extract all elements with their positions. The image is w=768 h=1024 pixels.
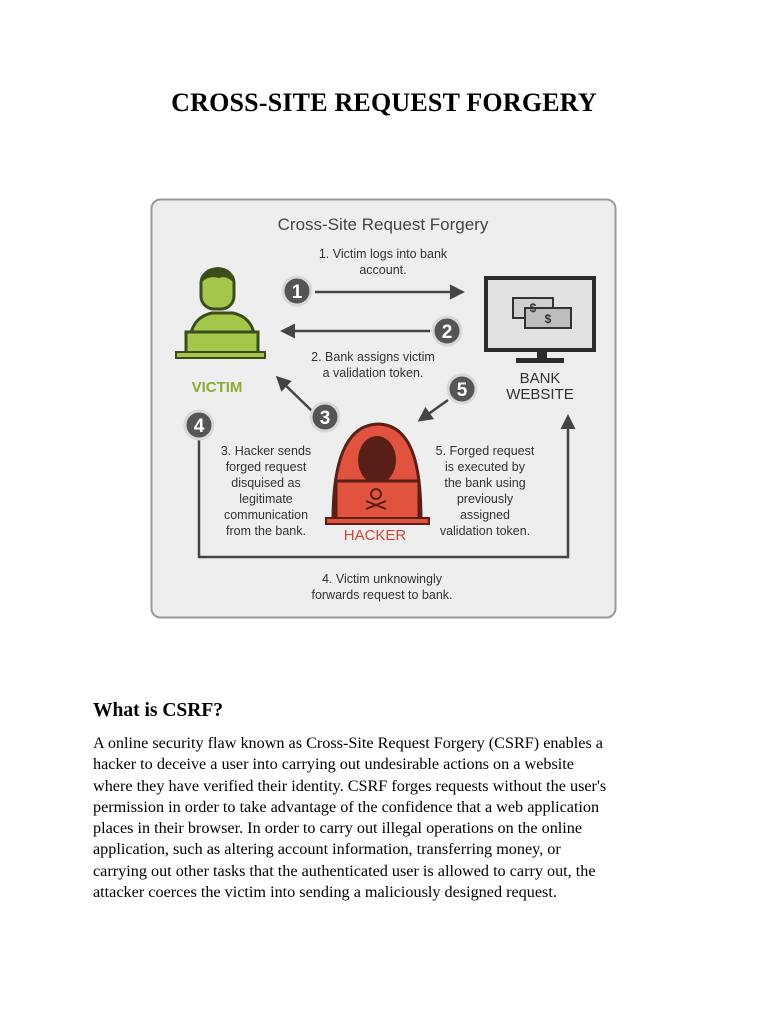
hacker-icon — [325, 422, 430, 525]
paragraph-line: carrying out other tasks that the authen… — [93, 861, 596, 880]
step5-caption-line1: 5. Forged request — [436, 444, 535, 458]
step-5-badge: 5 — [446, 373, 478, 405]
diagram-title: Cross-Site Request Forgery — [278, 215, 489, 234]
bank-label-line1: BANK — [520, 370, 561, 387]
arrow-step5 — [417, 398, 449, 422]
money-symbol-1: $ — [530, 301, 537, 315]
step5-caption-line4: previously — [457, 492, 514, 506]
step3-caption-line5: communication — [224, 508, 308, 522]
step2-caption-line2: a validation token. — [323, 366, 424, 380]
step5-caption-line3: the bank using — [444, 476, 525, 490]
step4-caption-line2: forwards request to bank. — [311, 588, 452, 602]
step3-caption-line6: from the bank. — [226, 524, 306, 538]
csrf-diagram: Cross-Site Request Forgery VICTIM $ $ BA… — [150, 198, 617, 619]
step-1-badge: 1 — [281, 275, 313, 307]
step3-caption-line4: legitimate — [239, 492, 293, 506]
step3-caption-line1: 3. Hacker sends — [221, 444, 311, 458]
section-heading: What is CSRF? — [93, 700, 224, 721]
money-symbol-2: $ — [545, 312, 552, 326]
arrow-step4 — [197, 414, 576, 559]
svg-text:1: 1 — [292, 282, 303, 303]
step5-caption-line2: is executed by — [445, 460, 526, 474]
step5-caption-line6: validation token. — [440, 524, 530, 538]
step1-caption-line2: account. — [359, 263, 406, 277]
step3-caption-line2: forged request — [226, 460, 307, 474]
paragraph-line: A online security flaw known as Cross-Si… — [93, 734, 603, 752]
svg-text:3: 3 — [320, 408, 331, 429]
paragraph-line: where they have verified their identity.… — [93, 776, 607, 795]
paragraph-line: permission in order to take advantage of… — [93, 797, 600, 816]
step-2-badge: 2 — [431, 315, 463, 347]
paragraph-line: attacker coerces the victim into sending… — [93, 883, 557, 902]
step5-caption-line5: assigned — [460, 508, 510, 522]
arrow-step3 — [275, 375, 313, 412]
victim-label: VICTIM — [192, 379, 243, 396]
step-3-badge: 3 — [309, 401, 341, 433]
step1-caption-line1: 1. Victim logs into bank — [319, 247, 448, 261]
step3-caption-line3: disquised as — [231, 476, 301, 490]
victim-icon — [175, 267, 266, 359]
svg-text:2: 2 — [442, 322, 453, 343]
paragraph-line: hacker to deceive a user into carrying o… — [93, 755, 574, 774]
bank-monitor-icon: $ $ — [484, 276, 596, 363]
step4-caption-line1: 4. Victim unknowingly — [322, 572, 443, 586]
bank-label-line2: WEBSITE — [506, 386, 574, 403]
svg-text:5: 5 — [457, 380, 468, 401]
body-paragraph: A online security flaw known as Cross-Si… — [93, 733, 673, 903]
svg-text:4: 4 — [194, 416, 205, 437]
paragraph-line: application, such as altering account in… — [93, 840, 561, 859]
step2-caption-line1: 2. Bank assigns victim — [311, 350, 435, 364]
step-4-badge: 4 — [183, 409, 215, 441]
hacker-label: HACKER — [344, 527, 407, 544]
document-title: CROSS-SITE REQUEST FORGERY — [171, 88, 597, 117]
paragraph-line: places in their browser. In order to car… — [93, 819, 583, 838]
